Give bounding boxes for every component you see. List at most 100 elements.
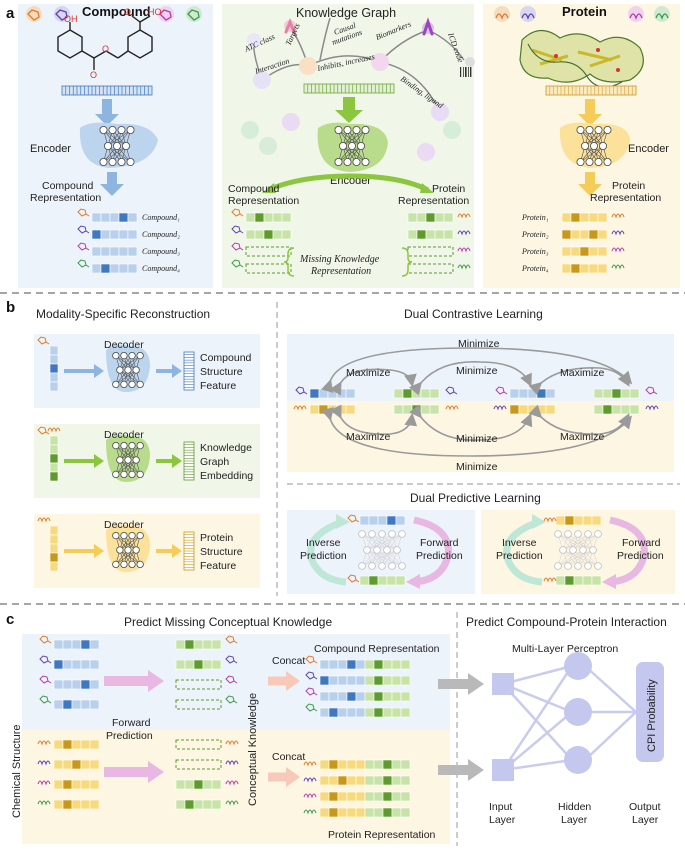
pmck-kg-icon [225,675,238,684]
dpl-cell [359,515,370,526]
pmck-kg-cell [175,639,186,650]
dpl-cell [377,575,388,586]
kg-protein-cell [443,229,454,240]
pmck-concat-cell [337,707,348,718]
enc-a3-edge [584,129,608,147]
dpl-cell [573,515,584,526]
enc-a2-edge [338,145,362,163]
enc-a2-node [352,126,361,135]
compound-repr-label-1: Compound [42,180,94,192]
dec-b2-node [120,441,128,450]
protein-row-icon [611,264,625,270]
dpl-net-node [564,530,572,538]
enc-a2-node [361,126,370,135]
protein-row-cell [570,263,581,274]
protein-row-cell [561,263,572,274]
pmck-kg-missing [175,759,222,770]
enc-a3-node [603,157,612,166]
forward-arrow-bottom-head [148,761,164,783]
protein-3d-structure [519,29,644,88]
pmck-compound-cell [80,699,91,710]
dcl-icon [295,386,308,395]
mlp-input-node-2 [492,759,514,781]
protein-row-cell [597,212,608,223]
msr-in-cell [49,372,59,383]
pmck-kg-cell [175,779,186,790]
pmck-compound-cell [80,659,91,670]
pmck-concat-cell [382,807,393,818]
enc-a1-node [99,126,108,135]
dcl-arcs [321,347,633,457]
pmck-concat-cell [346,707,357,718]
dpl-net-node [594,562,602,570]
dcl-cell [536,404,547,415]
dpl-net-node [388,562,396,570]
pmck-concat-cell [373,759,384,770]
protein-repr-label-2: Representation [590,192,661,204]
pmck-concat-cell [382,675,393,686]
pmck-compound-cell [89,679,100,690]
dcl-title: Dual Contrastive Learning [404,307,543,321]
enc-a1-edge [103,145,127,163]
kg-compound-repr-2: Representation [228,195,299,207]
dec-b1-edge [115,369,137,385]
dpl-net-node [554,530,562,538]
missing-brace-right [401,247,413,277]
protein-row-2: Protein₂ [521,230,549,239]
pmck-protein-cell [71,759,82,770]
enc-a1-node [99,157,108,166]
msr-block-kg [34,424,260,498]
dcl-cell [420,404,431,415]
protein-icons [494,6,670,22]
dcl-cell [345,388,356,399]
dpl-cell [555,575,566,586]
protein-repr-c: Protein Representation [328,829,436,841]
pmck-compound-cell [71,699,82,710]
pmck-concat-cell [400,675,411,686]
pmck-kg-cell [193,659,204,670]
forward-arrow-top-head [148,670,164,692]
protein-row-cell [588,246,599,257]
protein-repr-label-1: Protein [612,180,645,192]
hidden-layer-2: Layer [561,814,588,826]
decoder-label-3: Decoder [104,519,144,531]
input-layer-1: Input [489,801,512,813]
dec-b1-node [112,380,120,389]
pmck-concat-cell [319,691,330,702]
kg-row-icon [457,213,471,219]
dpl-net-node [559,546,567,554]
pmck-concat-icon [303,793,317,799]
protein-row-cell [570,246,581,257]
dpl-cell [564,515,575,526]
enc-a3-node [576,126,585,135]
pmck-concat-cell [400,707,411,718]
pmck-kg-icon [225,695,238,704]
dpl-forward-arrow-head [602,574,616,589]
compound-row-icon [77,242,90,251]
dpl-net-node [363,546,371,554]
dpl-net-edge [567,549,594,567]
protein-row-icon [611,247,625,253]
pmck-concat-cell [382,775,393,786]
dec-b1-node [128,351,136,360]
dpl-net-node [554,562,562,570]
dcl-cell [345,404,356,415]
dpl-net-edge [376,533,403,551]
protein-feature-strip-ticks [549,86,633,95]
enc-a2-node [352,157,361,166]
pmck-concat-cell [346,659,357,670]
gray-arrow-top-head [468,673,484,695]
pmck-concat-cell [364,659,375,670]
enc-a1-node [113,141,122,150]
pcpi-title: Predict Compound-Protein Interaction [466,615,667,629]
dpl-net-node [579,546,587,554]
enc-a1-node [108,157,117,166]
dec-b2-node [124,456,132,464]
pmck-concat-cell [328,675,339,686]
dpl-net-edge [557,549,594,567]
dec-b2-node [112,441,120,450]
dpl-net-node [388,530,396,538]
dpl-inverse-3: Inverse [502,537,537,549]
dpl-net-node [569,546,577,554]
